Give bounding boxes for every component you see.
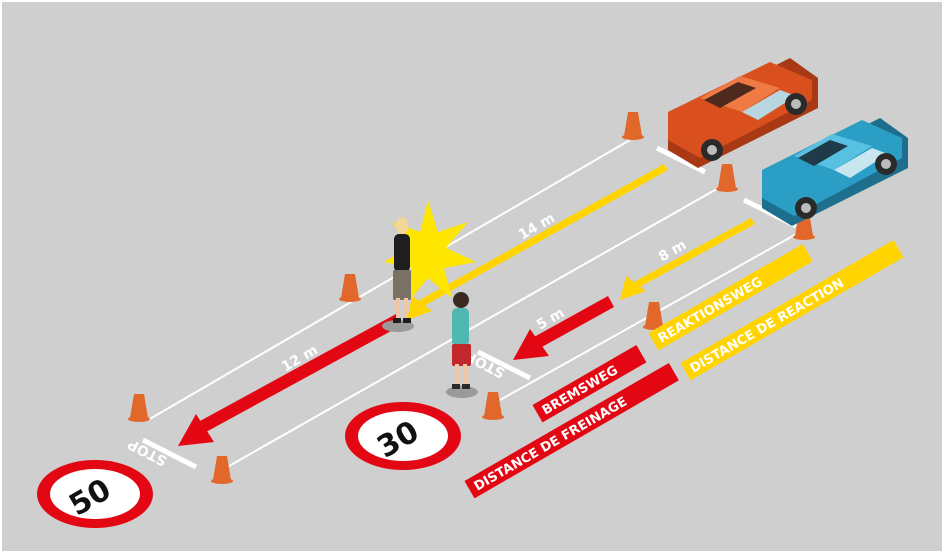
speed-sign-30: 30 xyxy=(345,402,461,470)
speed-sign-50: 50 xyxy=(37,460,153,528)
